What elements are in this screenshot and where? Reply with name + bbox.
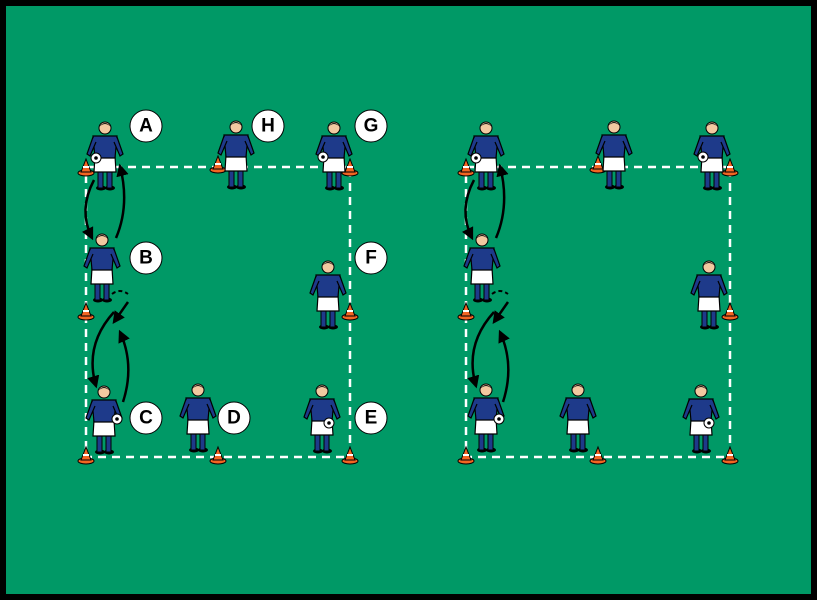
label-text: F bbox=[365, 248, 377, 269]
run-arrow-icon bbox=[81, 179, 96, 241]
station-label-f: F bbox=[354, 241, 388, 275]
right-drill bbox=[457, 120, 739, 465]
label-text: G bbox=[364, 116, 379, 137]
ball-icon bbox=[111, 413, 123, 425]
run-arrow-icon bbox=[467, 311, 495, 389]
label-text: H bbox=[261, 116, 275, 137]
ball-icon bbox=[703, 417, 715, 429]
run-arrow-icon bbox=[118, 329, 130, 403]
label-text: D bbox=[227, 408, 241, 429]
station-label-h: H bbox=[251, 109, 285, 143]
station-label-e: E bbox=[354, 401, 388, 435]
ball-icon bbox=[323, 417, 335, 429]
pitch-surface bbox=[6, 6, 811, 594]
pass-arrow-icon bbox=[112, 301, 130, 325]
station-label-b: B bbox=[129, 241, 163, 275]
ball-icon bbox=[317, 151, 329, 163]
run-arrow-icon bbox=[461, 179, 476, 241]
label-text: A bbox=[139, 116, 153, 137]
ball-icon bbox=[697, 151, 709, 163]
pass-arrow-icon bbox=[111, 290, 129, 295]
label-text: E bbox=[365, 408, 378, 429]
label-text: C bbox=[139, 408, 153, 429]
run-arrow-icon bbox=[114, 163, 129, 239]
pass-arrow-icon bbox=[492, 301, 510, 325]
ball-icon bbox=[90, 152, 102, 164]
station-label-g: G bbox=[354, 109, 388, 143]
station-label-d: D bbox=[217, 401, 251, 435]
ball-icon bbox=[470, 152, 482, 164]
ball-icon bbox=[493, 413, 505, 425]
run-arrow-icon bbox=[87, 311, 115, 389]
run-arrow-icon bbox=[498, 329, 510, 403]
pass-arrow-icon bbox=[491, 290, 509, 295]
station-label-c: C bbox=[129, 401, 163, 435]
station-label-a: A bbox=[129, 109, 163, 143]
label-text: B bbox=[139, 248, 153, 269]
run-arrow-icon bbox=[494, 163, 509, 239]
left-drill: A H G B F C D E bbox=[77, 109, 388, 465]
